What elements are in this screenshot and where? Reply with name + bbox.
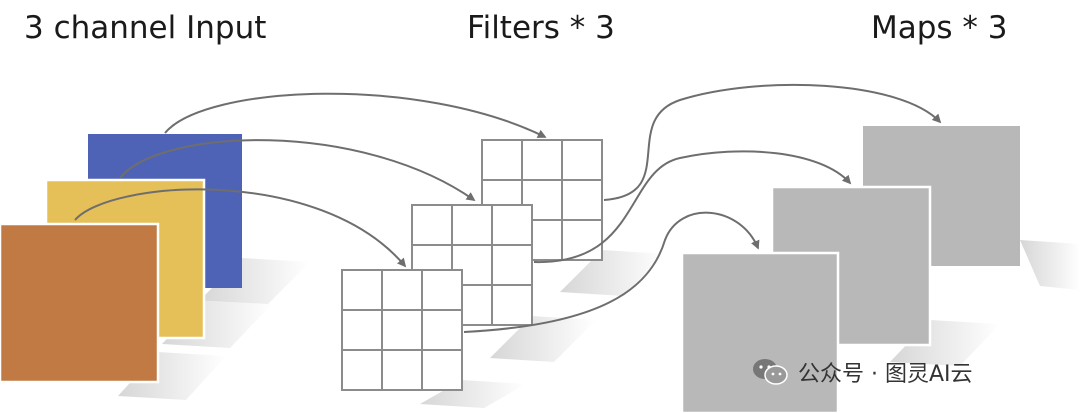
wechat-icon <box>753 359 788 385</box>
arrow <box>74 188 407 268</box>
watermark: 公众号 · 图灵AI云 <box>752 352 973 392</box>
map-shadow <box>890 320 1000 366</box>
feature-maps <box>680 126 1080 413</box>
input-heading: 3 channel Input <box>24 10 267 46</box>
input-channels <box>0 134 310 400</box>
feature-map <box>680 251 840 413</box>
arrow <box>463 211 760 333</box>
maps-heading: Maps * 3 <box>871 10 1008 46</box>
filter-to-map-arrows <box>463 83 942 333</box>
filter-shadow <box>560 250 666 296</box>
channel-shadow <box>200 258 310 304</box>
filter-shadow <box>420 380 526 408</box>
arrow <box>533 150 852 264</box>
filters-heading: Filters * 3 <box>467 10 615 46</box>
channel-shadow <box>118 352 226 400</box>
map-shadow <box>1020 240 1080 290</box>
arrow <box>119 139 476 202</box>
arrow <box>164 92 547 138</box>
channel-to-filter-arrows <box>74 92 547 268</box>
filter-shadow <box>490 316 596 362</box>
arrow <box>603 83 942 201</box>
filter-grid <box>341 269 463 391</box>
channel-orange <box>0 222 160 384</box>
filters <box>341 139 666 408</box>
watermark-text: 公众号 · 图灵AI云 <box>798 362 973 387</box>
